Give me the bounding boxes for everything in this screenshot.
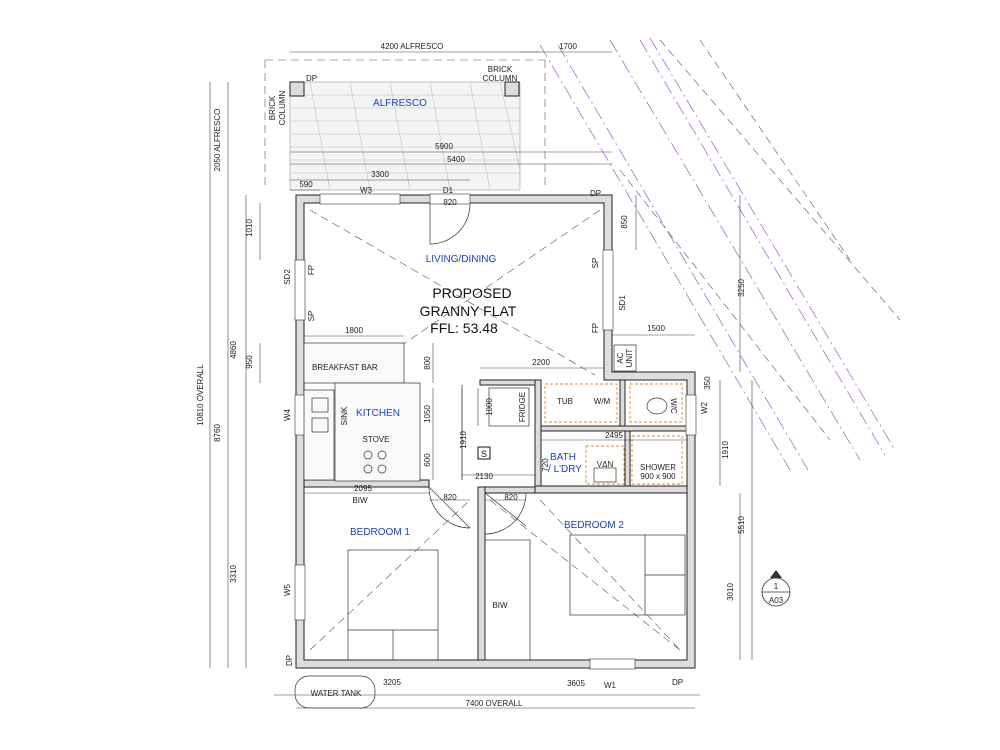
external-walls <box>295 194 696 669</box>
dim-720: 720 <box>541 458 550 472</box>
dim-590: 590 <box>299 180 313 189</box>
window-w4: W4 <box>283 408 292 421</box>
dim-5400: 5400 <box>447 155 465 164</box>
room-label-bedroom1: BEDROOM 1 <box>350 527 410 538</box>
label-biw-bed2: BIW <box>492 601 508 610</box>
room-label-bedroom2: BEDROOM 2 <box>564 520 624 531</box>
dim-350: 350 <box>703 376 712 390</box>
label-fp-right: FP <box>591 323 600 333</box>
dim-1910-bath: 1910 <box>721 441 730 459</box>
window-w5: W5 <box>283 583 292 596</box>
dim-3310: 3310 <box>229 565 238 583</box>
dim-600: 600 <box>423 453 432 467</box>
room-label-kitchen: KITCHEN <box>356 408 400 419</box>
dim-1500: 1500 <box>647 324 665 333</box>
room-label-bath: BATH <box>550 452 576 463</box>
label-breakfast-bar: BREAKFAST BAR <box>312 363 378 372</box>
beds <box>347 534 686 661</box>
plan-title-line1: PROPOSED <box>432 285 511 301</box>
dim-1800: 1800 <box>345 326 363 335</box>
label-dp-bottom-right: DP <box>672 678 683 687</box>
dim-5900: 5900 <box>435 142 453 151</box>
window-w3: W3 <box>360 186 373 195</box>
label-dp-top-right: DP <box>590 189 601 198</box>
label-stove: STOVE <box>363 435 390 444</box>
dim-820-bed2: 820 <box>504 493 518 502</box>
dim-1910-kitchen: 1910 <box>459 431 468 449</box>
dim-2095: 2095 <box>354 484 372 493</box>
door-sd1: SD1 <box>618 295 627 311</box>
label-tub: TUB <box>557 397 573 406</box>
label-wm: W/M <box>594 397 611 406</box>
dim-3010: 3010 <box>726 583 735 601</box>
internal-walls <box>303 379 688 661</box>
room-label-living-dining: LIVING/DINING <box>426 254 497 265</box>
boundary-lines <box>539 37 901 471</box>
dim-1050: 1050 <box>423 405 432 423</box>
section-sheet: A03 <box>769 596 784 605</box>
dim-800: 800 <box>423 356 432 370</box>
label-brick-column-top-2: COLUMN <box>483 74 518 83</box>
dim-5510: 5510 <box>737 516 746 534</box>
label-dp-top-left: DP <box>306 74 317 83</box>
section-number: 1 <box>774 582 779 591</box>
label-water-tank: WATER TANK <box>311 689 362 698</box>
label-sp-left: SP <box>307 311 316 322</box>
label-fp-left: FP <box>307 265 316 275</box>
label-van: VΔN <box>597 460 614 469</box>
dim-2200: 2200 <box>532 358 550 367</box>
dim-4860: 4860 <box>229 341 238 359</box>
label-ac-1: AC <box>616 352 625 363</box>
dimension-lines <box>209 51 753 709</box>
dim-850: 850 <box>620 215 629 229</box>
room-label-alfresco: ALFRESCO <box>373 98 427 109</box>
label-s-symbol: S <box>481 449 487 459</box>
door-d1: D1 <box>443 186 454 195</box>
room-diagonals <box>309 209 681 651</box>
label-brick-column-left-2: COLUMN <box>278 90 287 125</box>
room-label-laundry: / L'DRY <box>548 464 582 475</box>
label-biw-bed1: BIW <box>352 496 368 505</box>
dim-3605: 3605 <box>567 679 585 688</box>
dim-950: 950 <box>245 355 254 369</box>
label-dp-bottom-left: DP <box>285 655 294 666</box>
label-brick-column-top-1: BRICK <box>488 65 513 74</box>
dim-3300: 3300 <box>371 170 389 179</box>
dim-2130: 2130 <box>475 472 493 481</box>
dim-10810-overall: 10810 OVERALL <box>196 364 205 426</box>
alfresco-area <box>264 59 546 191</box>
label-sink: SINK <box>340 406 349 425</box>
kitchen-fitout <box>303 342 530 482</box>
label-brick-column-left-1: BRICK <box>268 95 277 120</box>
dim-2495: 2495 <box>605 431 623 440</box>
dim-8760: 8760 <box>213 424 222 442</box>
dim-3250: 3250 <box>737 279 746 297</box>
dim-1010: 1010 <box>245 219 254 237</box>
label-sp-right: SP <box>591 258 600 269</box>
label-ac-2: UNIT <box>625 349 634 368</box>
section-marker <box>761 570 791 607</box>
dim-3205: 3205 <box>383 678 401 687</box>
dim-1000: 1000 <box>485 398 494 416</box>
dim-820-d1: 820 <box>443 198 457 207</box>
window-w2: W2 <box>700 401 709 414</box>
dim-2050-alfresco: 2050 ALFRESCO <box>213 109 222 172</box>
dim-820-bed1: 820 <box>443 493 457 502</box>
door-sd2: SD2 <box>283 269 292 285</box>
bathroom-fitout <box>544 383 683 485</box>
label-fridge: FRIDGE <box>518 392 527 422</box>
label-wc: W/C <box>669 398 678 414</box>
dim-7400-overall: 7400 OVERALL <box>466 699 523 708</box>
label-shower: SHOWER <box>640 463 676 472</box>
plan-title-line3: FFL: 53.48 <box>430 320 498 336</box>
dim-1700: 1700 <box>559 42 577 51</box>
label-shower-size: 900 x 900 <box>640 472 676 481</box>
dim-4200-alfresco: 4200 ALFRESCO <box>381 42 444 51</box>
window-w1: W1 <box>604 681 617 690</box>
plan-title-line2: GRANNY FLAT <box>420 303 517 319</box>
